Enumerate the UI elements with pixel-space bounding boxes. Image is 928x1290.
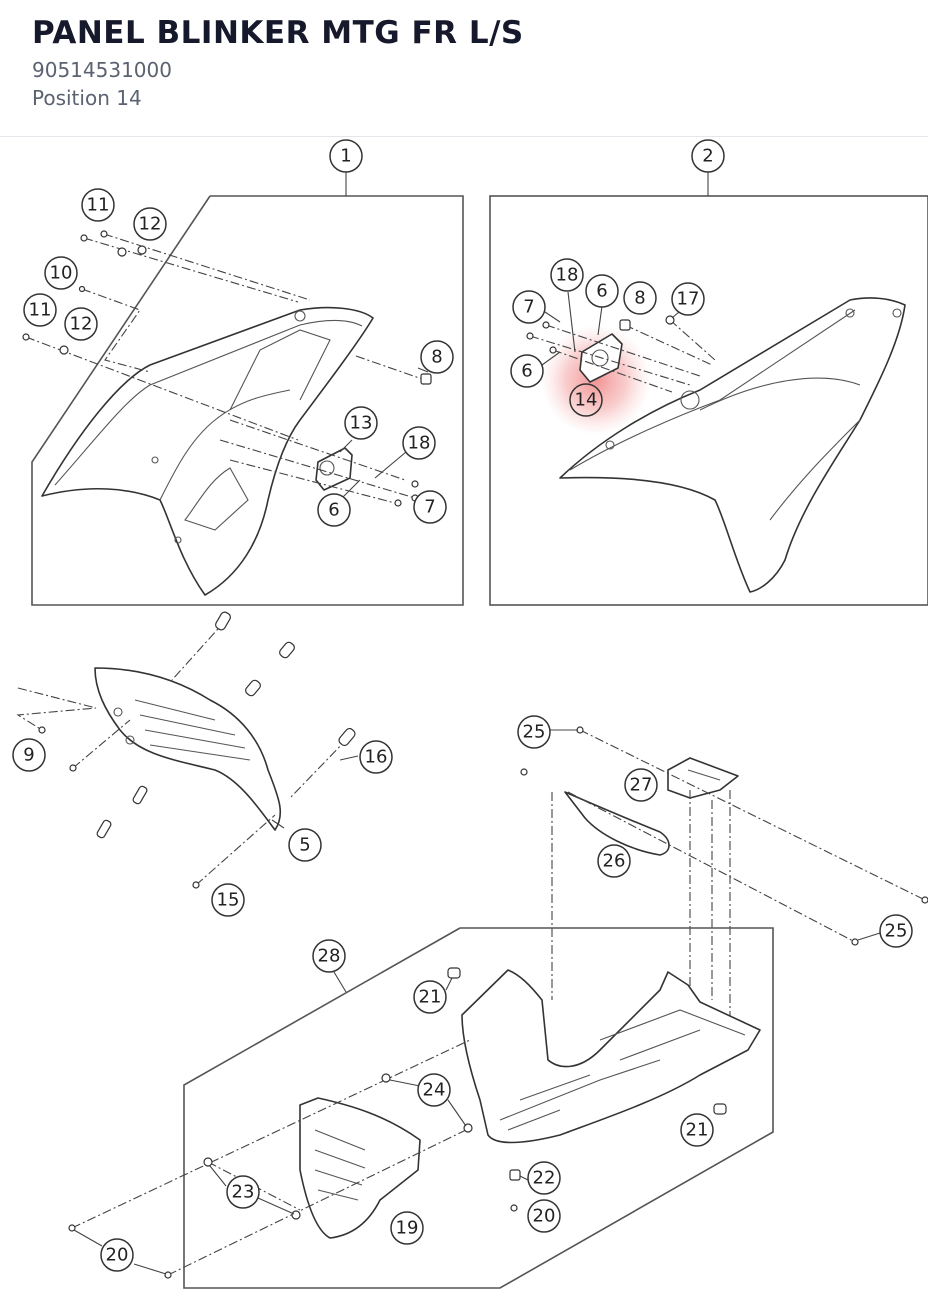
- svg-text:6: 6: [596, 281, 607, 302]
- svg-text:7: 7: [523, 297, 534, 318]
- group-2-frame: [489, 172, 928, 606]
- callout-12[interactable]: 12: [133, 207, 167, 241]
- svg-text:10: 10: [50, 263, 73, 284]
- svg-text:23: 23: [232, 1182, 255, 1203]
- svg-text:5: 5: [299, 835, 310, 856]
- svg-text:25: 25: [523, 722, 546, 743]
- svg-text:2: 2: [702, 146, 713, 167]
- svg-text:12: 12: [139, 214, 162, 235]
- svg-text:13: 13: [350, 413, 373, 434]
- callout-14-highlighted[interactable]: 14: [569, 383, 603, 417]
- svg-text:27: 27: [630, 775, 653, 796]
- position-label: Position 14: [32, 86, 142, 110]
- callout-28[interactable]: 28: [312, 939, 346, 973]
- callout-21[interactable]: 21: [413, 980, 447, 1014]
- callout-17[interactable]: 17: [671, 282, 705, 316]
- callout-10[interactable]: 10: [44, 256, 78, 290]
- callout-1[interactable]: 1: [329, 139, 363, 173]
- svg-text:24: 24: [423, 1080, 446, 1101]
- svg-text:20: 20: [533, 1206, 556, 1227]
- callout-5[interactable]: 5: [288, 828, 322, 862]
- group-28-frame: [183, 927, 774, 1289]
- upper-fasteners: [520, 726, 928, 1020]
- front-spoiler-19[interactable]: [299, 1097, 421, 1239]
- callout-7[interactable]: 7: [512, 290, 546, 324]
- callout-7[interactable]: 7: [413, 490, 447, 524]
- exploded-parts-diagram: 1 2 11 12 10 11 12 8 13 18 6 7 18 6 8 17…: [0, 138, 928, 1290]
- callout-20[interactable]: 20: [527, 1199, 561, 1233]
- callout-11[interactable]: 11: [81, 188, 115, 222]
- side-panel-left[interactable]: [41, 306, 374, 596]
- callout-8[interactable]: 8: [623, 281, 657, 315]
- svg-text:20: 20: [106, 1245, 129, 1266]
- svg-text:28: 28: [318, 946, 341, 967]
- lower-fasteners: [68, 967, 727, 1279]
- svg-text:14: 14: [575, 390, 598, 411]
- svg-text:8: 8: [431, 347, 442, 368]
- skid-plate[interactable]: [461, 969, 761, 1144]
- svg-text:1: 1: [340, 146, 351, 167]
- svg-text:8: 8: [634, 288, 645, 309]
- callout-12[interactable]: 12: [64, 307, 98, 341]
- callout-18[interactable]: 18: [402, 426, 436, 460]
- svg-text:11: 11: [29, 300, 52, 321]
- svg-text:16: 16: [365, 747, 388, 768]
- indicator-bracket[interactable]: [315, 447, 353, 491]
- callout-9[interactable]: 9: [12, 738, 46, 772]
- svg-text:15: 15: [217, 890, 240, 911]
- svg-text:18: 18: [556, 265, 579, 286]
- callout-8[interactable]: 8: [420, 340, 454, 374]
- svg-text:11: 11: [87, 195, 110, 216]
- callout-26[interactable]: 26: [597, 844, 631, 878]
- svg-text:12: 12: [70, 314, 93, 335]
- callout-13[interactable]: 13: [344, 406, 378, 440]
- svg-text:6: 6: [521, 361, 532, 382]
- svg-text:7: 7: [424, 497, 435, 518]
- highlight-glow: [541, 325, 651, 435]
- callout-22[interactable]: 22: [527, 1161, 561, 1195]
- callout-6[interactable]: 6: [585, 274, 619, 308]
- svg-text:21: 21: [686, 1120, 709, 1141]
- callout-21[interactable]: 21: [680, 1113, 714, 1147]
- part-title: PANEL BLINKER MTG FR L/S: [32, 15, 524, 51]
- callout-16[interactable]: 16: [359, 740, 393, 774]
- svg-text:21: 21: [419, 987, 442, 1008]
- callout-6[interactable]: 6: [317, 493, 351, 527]
- svg-text:25: 25: [885, 921, 908, 942]
- svg-text:6: 6: [328, 500, 339, 521]
- svg-text:22: 22: [533, 1168, 556, 1189]
- callout-6[interactable]: 6: [510, 354, 544, 388]
- callout-18[interactable]: 18: [550, 258, 584, 292]
- group-1-frame: [31, 172, 464, 606]
- svg-text:17: 17: [677, 289, 700, 310]
- svg-text:26: 26: [603, 851, 626, 872]
- callout-15[interactable]: 15: [211, 883, 245, 917]
- shroud-fasteners: [16, 611, 359, 889]
- callout-19[interactable]: 19: [390, 1211, 424, 1245]
- part-number: 90514531000: [32, 58, 172, 82]
- svg-text:9: 9: [23, 745, 34, 766]
- svg-text:18: 18: [408, 433, 431, 454]
- svg-text:19: 19: [396, 1218, 419, 1239]
- callout-23[interactable]: 23: [226, 1175, 260, 1209]
- callout-2[interactable]: 2: [691, 139, 725, 173]
- callout-25[interactable]: 25: [879, 914, 913, 948]
- side-panel-right[interactable]: [559, 297, 906, 593]
- skid-bracket-27[interactable]: [667, 757, 739, 799]
- radiator-shroud[interactable]: [94, 667, 282, 831]
- callout-24[interactable]: 24: [417, 1073, 451, 1107]
- callout-11[interactable]: 11: [23, 293, 57, 327]
- callout-20[interactable]: 20: [100, 1238, 134, 1272]
- callout-25[interactable]: 25: [517, 715, 551, 749]
- callout-27[interactable]: 27: [624, 768, 658, 802]
- header: PANEL BLINKER MTG FR L/S 90514531000 Pos…: [0, 0, 928, 137]
- diagram-canvas: 1 2 11 12 10 11 12 8 13 18 6 7 18 6 8 17…: [12, 139, 928, 1289]
